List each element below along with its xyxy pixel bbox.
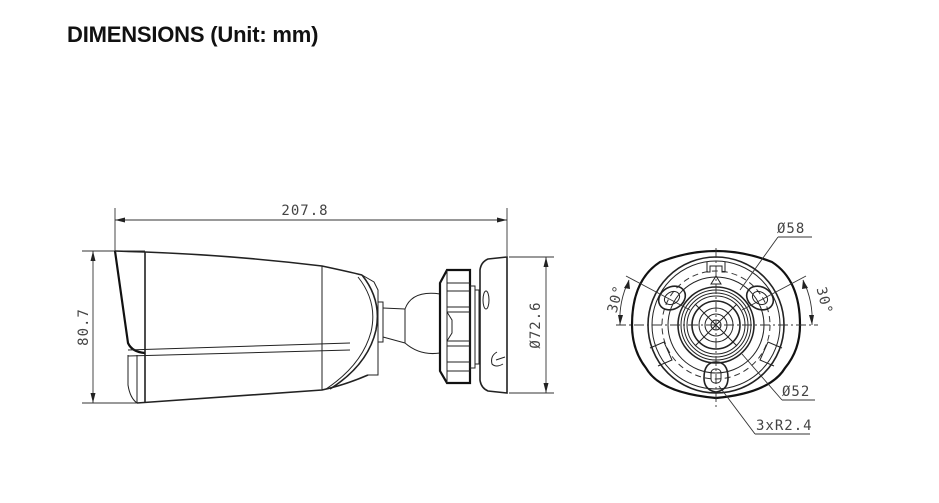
camera-body: [113, 250, 379, 404]
diameter-52-callout: Ø52: [741, 353, 815, 401]
mounting-slot-left: [657, 285, 687, 311]
angle-left-dimension: 30°: [605, 275, 691, 326]
height-dimension: 80.7: [76, 250, 145, 404]
base-diameter-label: Ø72.6: [528, 301, 544, 348]
mount-arm: [377, 292, 441, 354]
slot-radius-callout: 3xR2.4: [718, 385, 813, 435]
side-view: 207.8 80.7: [76, 203, 554, 404]
base-diameter-dimension: Ø72.6: [509, 256, 554, 394]
front-view: 30° 30° Ø58 Ø52 3xR2.4: [605, 221, 835, 435]
page-title: DIMENSIONS (Unit: mm): [67, 22, 319, 47]
length-label: 207.8: [281, 203, 328, 219]
angle-right-label: 30°: [812, 285, 835, 316]
base-plate: [469, 256, 508, 394]
diameter-58-label: Ø58: [777, 221, 805, 237]
knurled-nut: [438, 268, 472, 385]
mounting-slot-right: [745, 285, 775, 311]
diameter-58-callout: Ø58: [739, 221, 812, 291]
height-label: 80.7: [76, 308, 92, 346]
angle-left-label: 30°: [605, 283, 628, 314]
slot-radius-label: 3xR2.4: [756, 418, 813, 434]
length-dimension: 207.8: [114, 203, 508, 256]
mounting-slot-bottom: [703, 361, 729, 393]
angle-right-dimension: 30°: [741, 275, 835, 326]
diameter-52-label: Ø52: [782, 384, 810, 400]
